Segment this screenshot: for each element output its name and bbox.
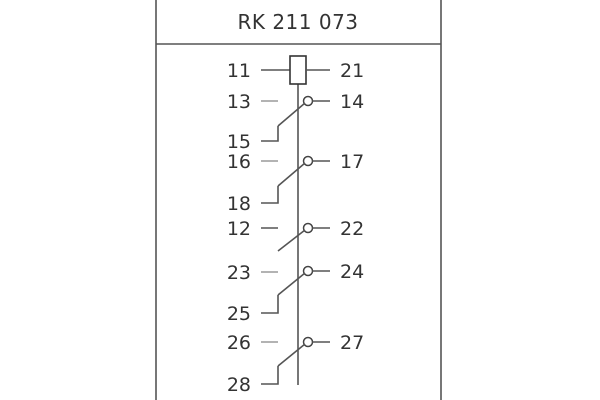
terminal-12-label: 12 — [227, 218, 251, 240]
terminal-17-label: 17 — [340, 151, 364, 173]
terminal-15-label: 15 — [227, 131, 251, 153]
terminal-28-label: 28 — [227, 374, 251, 396]
terminal-14-label: 14 — [340, 91, 364, 113]
relay-coil — [289, 55, 307, 85]
terminal-24-label: 24 — [340, 261, 364, 283]
terminal-28-lead — [261, 366, 279, 385]
contact-blade-28 — [277, 343, 306, 367]
terminal-25-label: 25 — [227, 303, 251, 325]
terminal-15-lead — [261, 126, 279, 142]
terminal-27-label: 27 — [340, 332, 364, 354]
terminal-22-label: 22 — [340, 218, 364, 240]
terminal-25-lead — [261, 295, 279, 314]
contact-22-node — [302, 222, 314, 234]
terminal-11-label: 11 — [227, 60, 251, 82]
terminal-21-label: 21 — [340, 60, 364, 82]
contact-blade-12 — [277, 229, 306, 252]
terminal-23-label: 23 — [227, 262, 251, 284]
contact-blade-18 — [277, 162, 306, 187]
terminal-18-lead — [261, 186, 279, 204]
terminal-16-label: 16 — [227, 151, 251, 173]
contact-blade-25 — [277, 272, 306, 296]
terminal-13-label: 13 — [227, 91, 251, 113]
contact-blade-15 — [277, 102, 306, 127]
relay-model-title: RK 211 073 — [237, 10, 358, 34]
terminal-26-label: 26 — [227, 332, 251, 354]
terminal-18-label: 18 — [227, 193, 251, 215]
